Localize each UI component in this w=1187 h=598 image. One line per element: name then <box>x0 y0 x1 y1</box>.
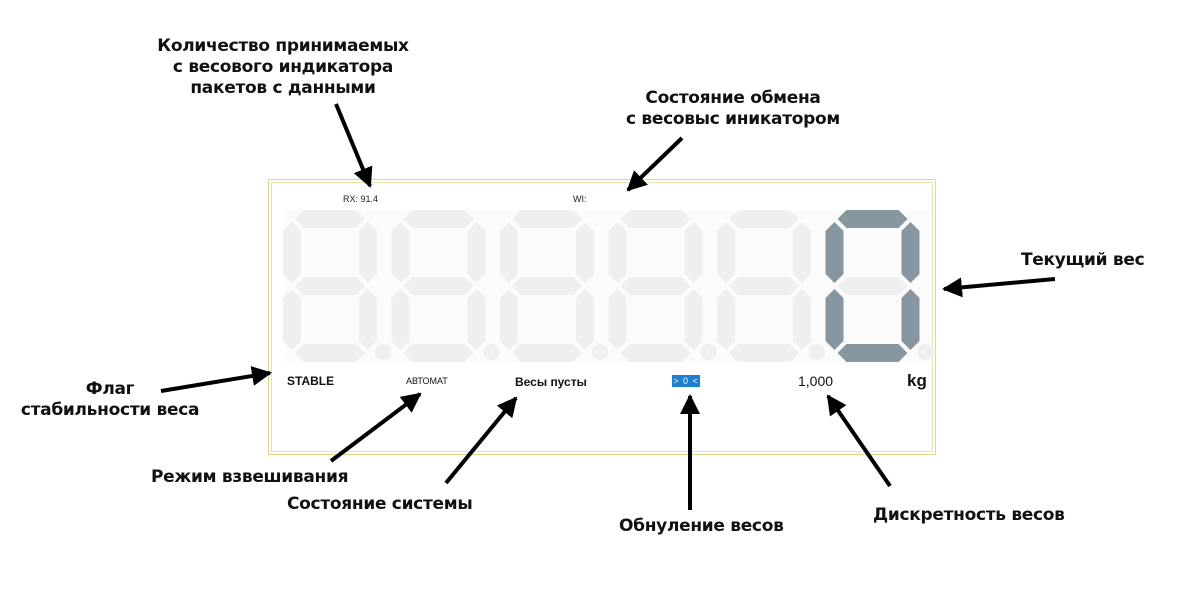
segment-a <box>295 210 365 228</box>
annotation-system-state: Состояние системы <box>287 494 473 514</box>
segment-d <box>512 344 582 362</box>
segment-d <box>729 344 799 362</box>
stable-flag: STABLE <box>287 374 335 388</box>
segment-f <box>608 222 627 283</box>
segment-c <box>901 289 920 350</box>
annotation-zeroing: Обнуление весов <box>619 516 784 536</box>
segment-b <box>576 222 594 283</box>
segment-a <box>512 210 582 228</box>
annotation-line: с весового индикатора <box>172 57 394 77</box>
segment-b <box>467 222 486 283</box>
segment-a <box>729 210 799 228</box>
segment-d <box>403 344 474 362</box>
segment-b <box>901 222 920 283</box>
digit-4 <box>608 210 717 362</box>
segment-b <box>359 222 377 283</box>
segment-e <box>825 289 844 350</box>
annotation-discreteness: Дискретность весов <box>873 505 1065 525</box>
segment-f <box>500 222 518 283</box>
display-panel-outer-border <box>268 179 936 455</box>
digit-1 <box>283 210 391 362</box>
annotation-line: пакетов с данными <box>190 78 376 98</box>
segment-e <box>391 289 410 350</box>
annotation-exchange-state: Состояние обмена с весовыс иникатором <box>598 88 868 130</box>
segment-e <box>717 289 735 350</box>
segment-b <box>793 222 811 283</box>
arrow-weighing-mode <box>329 392 422 463</box>
rx-counter: RX: 91.4 <box>343 194 379 204</box>
annotation-line: Состояние обмена <box>645 88 821 108</box>
segment-f <box>283 222 301 283</box>
segment-a <box>403 210 474 228</box>
segment-a <box>620 210 691 228</box>
annotation-line: стабильности веса <box>20 400 200 420</box>
segment-c <box>576 289 594 350</box>
segment-d <box>295 344 365 362</box>
digit-3 <box>500 210 608 362</box>
segment-g <box>295 277 365 295</box>
annotation-line: с весовыс иникатором <box>625 109 841 129</box>
annotation-current-weight: Текущий вес <box>1021 250 1145 270</box>
annotation-stability-flag: Флаг стабильности веса <box>10 379 210 421</box>
system-status: Весы пусты <box>515 375 587 389</box>
weight-unit: kg <box>907 371 927 390</box>
segment-f <box>825 222 844 283</box>
segment-e <box>283 289 301 350</box>
segment-g <box>620 277 691 295</box>
segment-g <box>512 277 582 295</box>
arrow-exchange-state <box>626 136 684 192</box>
decimal-point <box>592 344 608 360</box>
arrow-packets-count <box>334 103 373 188</box>
segment-d <box>837 344 908 362</box>
discreteness-value: 1,000 <box>798 373 834 389</box>
zero-indicator: > 0 < <box>672 375 700 387</box>
arrow-current-weight <box>942 277 1056 298</box>
digit-6 <box>825 210 934 362</box>
segment-d <box>620 344 691 362</box>
arrow-system-state <box>444 396 518 485</box>
arrow-stability-flag <box>160 366 272 393</box>
segment-b <box>684 222 703 283</box>
decimal-point <box>809 344 825 360</box>
decimal-point <box>483 344 500 360</box>
segment-f <box>717 222 735 283</box>
segment-f <box>391 222 410 283</box>
segment-c <box>684 289 703 350</box>
decimal-point <box>700 344 717 360</box>
annotation-weighing-mode: Режим взвешивания <box>151 467 349 487</box>
digit-5 <box>717 210 825 362</box>
annotation-packets-count: Количество принимаемых с весового индика… <box>148 36 418 99</box>
decimal-point <box>375 344 391 360</box>
segment-g <box>837 277 908 295</box>
segment-c <box>359 289 377 350</box>
segment-e <box>500 289 518 350</box>
segment-g <box>729 277 799 295</box>
arrow-discreteness <box>826 394 892 488</box>
segment-c <box>467 289 486 350</box>
wi-status: WI: <box>573 194 587 204</box>
segment-a <box>837 210 908 228</box>
segment-e <box>608 289 627 350</box>
segment-c <box>793 289 811 350</box>
annotation-line: Флаг <box>85 379 135 399</box>
segment-g <box>403 277 474 295</box>
decimal-point <box>917 344 934 360</box>
digit-2 <box>391 210 500 362</box>
digits-layer <box>283 210 934 362</box>
annotation-line: Количество принимаемых <box>157 36 409 56</box>
weighing-mode: АВТОМАТ <box>406 376 448 386</box>
